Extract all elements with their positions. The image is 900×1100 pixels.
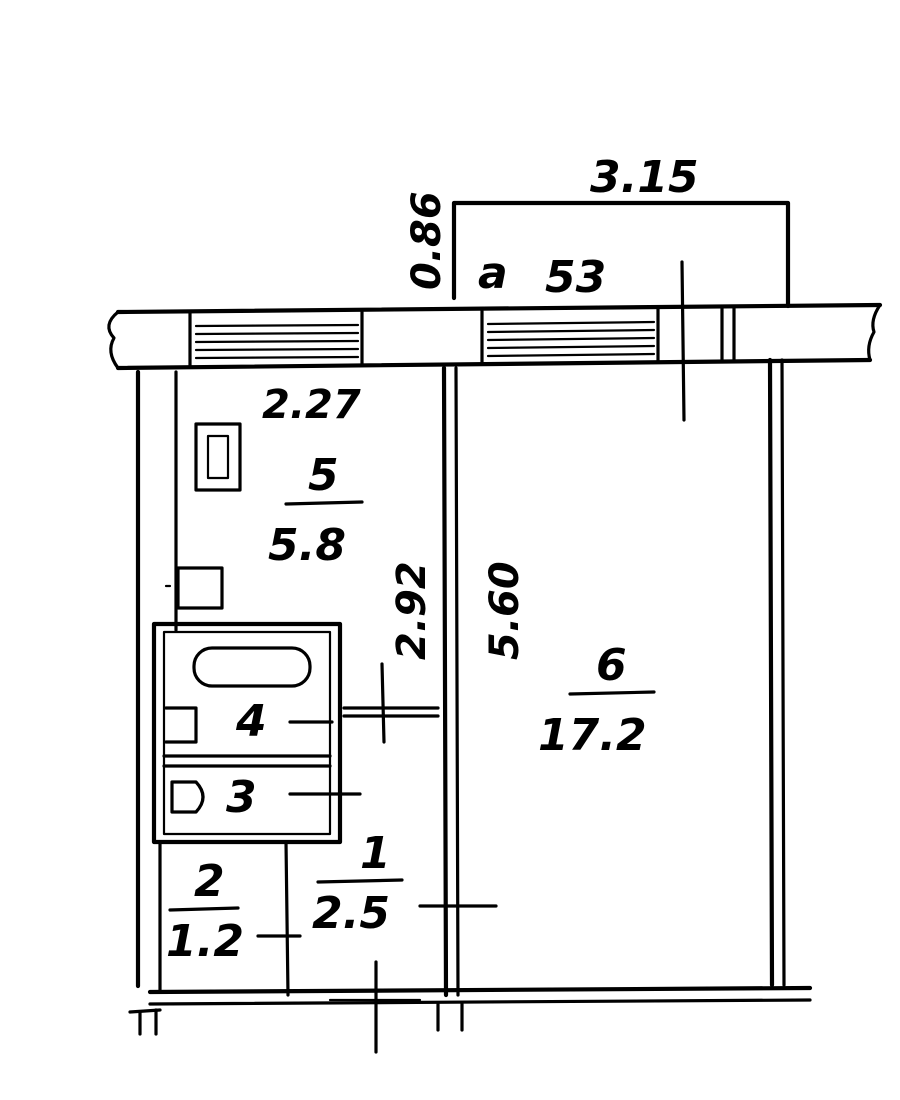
room-2: 2 1.2: [166, 856, 244, 967]
dim-loggia-width: 3.15: [590, 152, 699, 203]
room-1: 1 2.5: [312, 828, 404, 939]
top-wall: [107, 302, 883, 371]
loggia-index: 53: [545, 252, 606, 303]
loggia-label-group: a 53: [478, 248, 606, 303]
room-5: 5 5.8: [268, 450, 364, 571]
dim-loggia-depth: 0.86: [404, 191, 450, 290]
left-wall: [135, 369, 178, 992]
room-4: 4: [235, 696, 267, 747]
kitchen-fixtures: [164, 422, 242, 610]
room-3: 3: [226, 772, 257, 823]
dim-kitchen-width: 2.27: [262, 382, 361, 428]
right-wall: [767, 357, 786, 988]
room-number: 1: [360, 828, 391, 879]
dim-kitchen-length: 2.92: [389, 561, 435, 660]
kitchen-window: [188, 310, 364, 368]
room-area: 5.8: [268, 520, 346, 571]
room-window: [480, 260, 736, 422]
room-6: 6 17.2: [538, 640, 656, 761]
room-number: 3: [226, 772, 257, 823]
dim-room-length: 5.60: [482, 561, 528, 660]
loggia-label: a: [478, 248, 508, 299]
loggia: [451, 200, 791, 309]
partition-kitchen-room: [441, 365, 460, 998]
dimension-labels: 3.15 0.86 2.27 2.92 5.60: [262, 152, 699, 660]
corridor-partitions: [152, 662, 498, 997]
room-area: 1.2: [166, 916, 244, 967]
room-number: 6: [596, 640, 627, 691]
bottom-wall: [128, 960, 813, 1054]
room-area: 17.2: [538, 710, 647, 761]
room-number: 2: [194, 856, 225, 907]
room-number: 4: [235, 696, 267, 747]
room-number: 5: [308, 450, 339, 501]
room-area: 2.5: [312, 888, 390, 939]
